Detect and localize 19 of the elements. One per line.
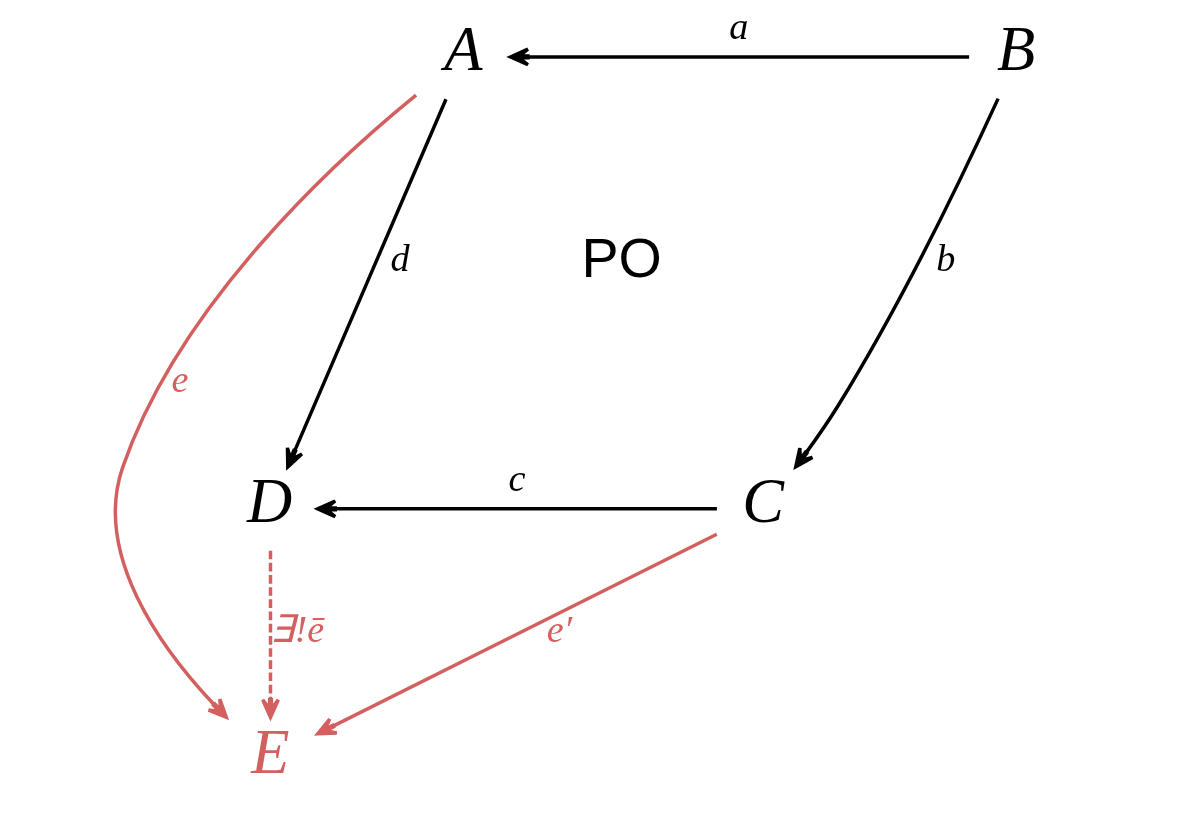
edge-label: e′	[546, 607, 573, 650]
node-text: B	[997, 14, 1036, 85]
node-text: C	[742, 466, 785, 537]
arrow	[285, 98, 448, 469]
edge-label: d	[390, 236, 410, 279]
arrow	[508, 47, 970, 67]
edge-label: e	[171, 357, 189, 400]
node-text: E	[251, 716, 290, 787]
edge-label: b	[936, 236, 956, 279]
arrow	[316, 499, 717, 519]
arrow	[260, 550, 281, 719]
edge-label: a	[729, 4, 749, 47]
edge-label: c	[508, 456, 526, 499]
label: PO	[581, 226, 662, 289]
arrow	[794, 97, 1000, 469]
arrow	[315, 532, 718, 736]
edge-label: ∃!ē	[270, 607, 325, 650]
node-text: D	[247, 466, 293, 537]
arrow	[113, 93, 418, 719]
